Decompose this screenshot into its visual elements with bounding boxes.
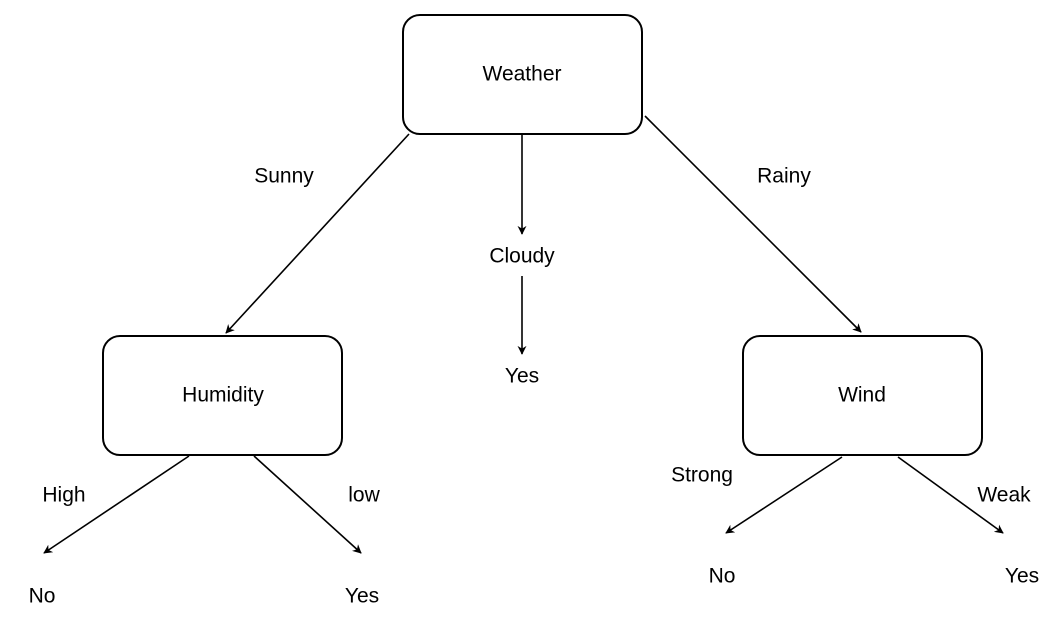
- edge-wind-to-no: [725, 456, 843, 534]
- leaf-labels: Yes No Yes No Yes: [29, 365, 1040, 608]
- node-humidity: Humidity: [102, 335, 343, 456]
- branch-labels: Sunny Cloudy Rainy High low Strong Weak: [42, 165, 1031, 507]
- edge-weather-to-humidity: [225, 133, 410, 334]
- branch-label-high: High: [42, 484, 85, 507]
- edge-weather-to-wind: [644, 115, 862, 333]
- leaf-wind-weak-yes: Yes: [1005, 565, 1039, 588]
- branch-label-rainy: Rainy: [757, 165, 811, 188]
- node-wind: Wind: [742, 335, 983, 456]
- edges: [43, 115, 1004, 554]
- edge-humidity-to-yes: [253, 455, 362, 554]
- edge-humidity-to-no: [43, 455, 190, 554]
- branch-label-weak: Weak: [977, 484, 1031, 507]
- edge-wind-to-yes: [897, 456, 1004, 534]
- branch-label-low: low: [348, 484, 380, 507]
- node-humidity-label: Humidity: [182, 384, 264, 407]
- leaf-cloudy-yes: Yes: [505, 365, 539, 388]
- branch-label-strong: Strong: [671, 464, 733, 487]
- node-wind-label: Wind: [838, 384, 886, 407]
- leaf-humidity-high-no: No: [29, 585, 56, 608]
- node-weather: Weather: [402, 14, 643, 135]
- branch-label-sunny: Sunny: [254, 165, 314, 188]
- leaf-humidity-low-yes: Yes: [345, 585, 379, 608]
- branch-label-cloudy: Cloudy: [489, 245, 555, 268]
- node-weather-label: Weather: [483, 63, 562, 86]
- leaf-wind-strong-no: No: [709, 565, 736, 588]
